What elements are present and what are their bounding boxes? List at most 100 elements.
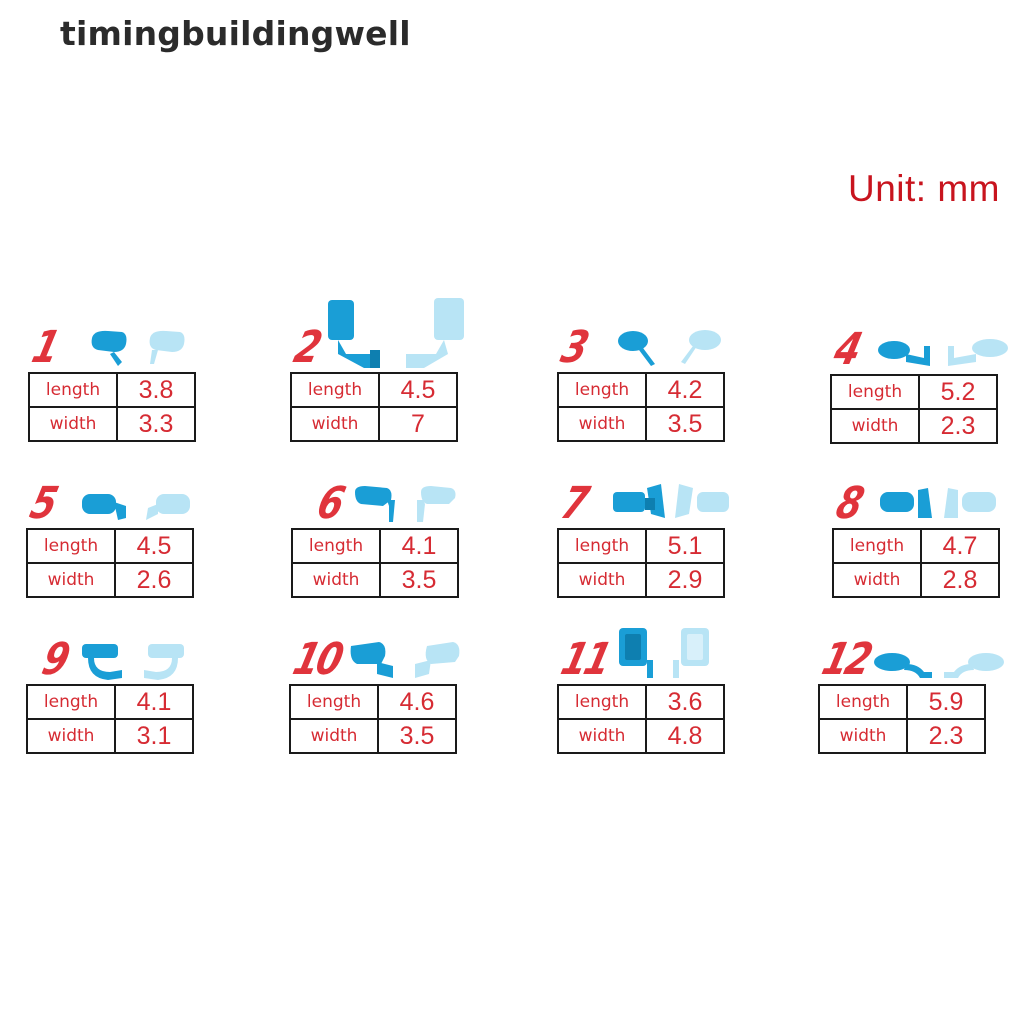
width-value: 4.8 [645, 718, 725, 754]
width-label: width [557, 718, 647, 754]
length-label: length [26, 684, 116, 720]
length-value: 5.1 [645, 528, 725, 564]
length-label: length [26, 528, 116, 564]
mirror-icon-light [673, 628, 709, 678]
width-label: width [26, 562, 116, 598]
length-value: 5.2 [918, 374, 998, 410]
length-value: 4.2 [645, 372, 725, 408]
width-value: 2.3 [918, 408, 998, 444]
length-label: length [290, 372, 380, 408]
length-label: length [832, 528, 922, 564]
length-label: length [830, 374, 920, 410]
mirror-icon-dark [82, 494, 126, 520]
item-number: 8 [831, 478, 867, 529]
width-label: width [289, 718, 379, 754]
mirror-icon-dark [328, 300, 380, 368]
item-number: 10 [288, 634, 347, 685]
mirror-icon-light [144, 644, 184, 680]
length-label: length [28, 372, 118, 408]
item-number: 9 [37, 634, 73, 685]
mirror-icon-dark [618, 331, 655, 366]
item-number: 1 [27, 322, 63, 373]
mirror-icon-light [415, 642, 460, 678]
length-label: length [818, 684, 908, 720]
mirror-icon-light [944, 488, 996, 518]
item-number: 7 [556, 478, 592, 529]
width-value: 3.3 [116, 406, 196, 442]
width-label: width [818, 718, 908, 754]
mirror-icon-dark [91, 330, 127, 366]
item-number: 12 [817, 634, 876, 685]
width-label: width [557, 562, 647, 598]
width-value: 2.6 [114, 562, 194, 598]
watermark-text: timingbuildingwell [60, 14, 411, 53]
width-label: width [830, 408, 920, 444]
length-value: 3.6 [645, 684, 725, 720]
mirror-icon-dark [355, 486, 395, 522]
width-value: 7 [378, 406, 458, 442]
width-label: width [832, 562, 922, 598]
width-label: width [291, 562, 381, 598]
length-value: 4.1 [379, 528, 459, 564]
mirror-icon-light [146, 494, 190, 520]
mirror-icon-dark [880, 488, 932, 518]
length-label: length [289, 684, 379, 720]
mirror-icon-dark [874, 653, 932, 678]
item-number: 5 [25, 478, 61, 529]
item-number: 3 [556, 322, 592, 373]
width-value: 2.8 [920, 562, 1000, 598]
length-label: length [557, 372, 647, 408]
width-value: 2.3 [906, 718, 986, 754]
width-label: width [28, 406, 118, 442]
mirror-icon-dark [878, 341, 930, 366]
length-label: length [557, 684, 647, 720]
width-value: 3.1 [114, 718, 194, 754]
mirror-icon-dark [613, 484, 665, 518]
width-label: width [26, 718, 116, 754]
mirror-icon-light [149, 330, 185, 364]
width-value: 3.5 [645, 406, 725, 442]
item-number: 4 [829, 324, 865, 375]
length-value: 5.9 [906, 684, 986, 720]
width-value: 3.5 [379, 562, 459, 598]
length-value: 4.5 [114, 528, 194, 564]
width-value: 3.5 [377, 718, 457, 754]
